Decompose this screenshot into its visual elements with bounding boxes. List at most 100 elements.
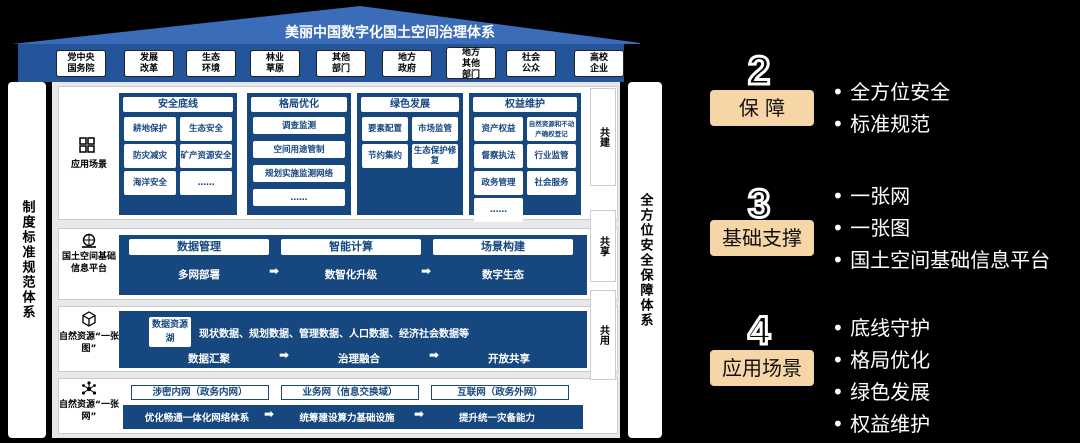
map-panel: 数据资源湖 现状数据、规划数据、管理数据、人口数据、经济社会数据等 数据汇聚 ➡ 治…	[119, 311, 587, 368]
legend-item-2-0: • 底线守护	[832, 316, 931, 340]
legend-item-1-2: • 国土空间基础信息平台	[832, 248, 1051, 272]
scene-chip-2-1: 市场监管	[412, 117, 458, 141]
scene-group-title-0: 安全底线	[123, 97, 233, 112]
net-bottom-2: 提升统一灾备能力	[458, 413, 535, 424]
lake-box: 数据资源湖	[149, 317, 191, 347]
platform-label: 国土空间基础信息平台	[61, 252, 116, 274]
scene-chip-2-2: 节约集约	[362, 144, 408, 168]
layer-net: 自然资源“一张网” 涉密内网（政务内网）业务网（信息交换域）互联网（政务外网） …	[58, 378, 618, 434]
map-flow-1: 治理融合	[338, 353, 380, 365]
net-box-2: 互联网（政务外网）	[431, 385, 569, 400]
map-label: 自然资源“一张图”	[59, 332, 119, 354]
grid-icon	[79, 137, 95, 153]
bureau-6: 地方其他部门	[446, 47, 496, 80]
legend-number-4: 4	[742, 308, 782, 355]
bureau-7: 社会公众	[506, 50, 556, 77]
bureau-2: 生态环境	[186, 50, 236, 77]
net-bottom-0: 优化畅通一体化网络体系	[144, 413, 250, 424]
scene-chip-2-3: 生态保护修复	[412, 144, 458, 168]
svg-text:2: 2	[748, 50, 770, 90]
legend-item-2-2: • 绿色发展	[832, 380, 931, 404]
scene-chip-1-3: ……	[253, 189, 345, 206]
scene-chip-3-6: ……	[474, 198, 523, 222]
legend-label-0: 保 障	[710, 90, 814, 126]
scene-group-3: 权益维护资产权益自然资源和不动产确权登记督察执法行业监管政务管理社会服务……	[469, 93, 581, 222]
layer-scene: 应用场景 安全底线耕地保护生态安全防灾减灾矿产资源安全海洋安全……格局优化调查监…	[58, 86, 618, 222]
side-label-use: 共用	[590, 290, 616, 380]
net-box-1: 业务网（信息交换域）	[281, 385, 419, 400]
cube-icon	[82, 311, 96, 327]
arrow-icon: ➡	[269, 264, 280, 278]
lake-text: 现状数据、规划数据、管理数据、人口数据、经济社会数据等	[199, 329, 469, 340]
arrow-icon: ➡	[421, 264, 432, 278]
scene-chip-1-0: 调查监测	[253, 117, 345, 134]
platform-flow-1: 数智化升级	[324, 269, 378, 281]
layer-map: 自然资源“一张图” 数据资源湖 现状数据、规划数据、管理数据、人口数据、经济社会…	[58, 306, 618, 372]
bureau-5: 地方政府	[382, 50, 432, 77]
scene-label: 应用场景	[70, 160, 107, 170]
legend-label-2: 应用场景	[710, 350, 814, 386]
net-bottom-1: 统筹建设算力基础设施	[299, 413, 395, 424]
scene-group-title-1: 格局优化	[251, 97, 347, 112]
net-panel: 优化畅通一体化网络体系 ➡ 统筹建设算力基础设施 ➡ 提升统一灾备能力	[123, 405, 583, 429]
right-column-text: 全方位安全保障体系	[637, 192, 653, 328]
globe-hand-icon	[82, 233, 96, 248]
legend-label-1: 基础支撑	[710, 220, 814, 256]
side-label-share: 共享	[590, 210, 616, 282]
scene-chip-0-5: ……	[180, 171, 232, 195]
scene-chip-1-1: 空间用途管制	[253, 141, 345, 158]
scene-chip-3-2: 督察执法	[474, 144, 523, 168]
legend-item-1-0: • 一张网	[832, 184, 911, 208]
platform-header-0: 数据管理	[129, 239, 269, 255]
scene-chip-2-0: 要素配置	[362, 117, 408, 141]
left-column: 制度标准规范体系	[8, 82, 46, 438]
legend-item-1-1: • 一张图	[832, 216, 911, 240]
platform-header-1: 智能计算	[281, 239, 421, 255]
legend-number-2: 2	[742, 48, 782, 95]
scene-chip-3-4: 政务管理	[474, 171, 523, 195]
bureau-1: 发展改革	[124, 50, 174, 77]
arrow-icon: ➡	[414, 407, 425, 421]
scene-chip-3-0: 资产权益	[474, 117, 523, 141]
net-label: 自然资源“一张网”	[59, 400, 119, 422]
legend-number-3: 3	[742, 181, 782, 228]
map-flow-0: 数据汇聚	[188, 353, 230, 365]
network-icon	[81, 381, 97, 395]
legend-item-0-0: • 全方位安全	[832, 80, 951, 104]
scene-group-2: 绿色发展要素配置市场监管节约集约生态保护修复	[357, 93, 463, 215]
scene-chip-0-3: 矿产资源安全	[180, 144, 232, 168]
right-column: 全方位安全保障体系	[628, 82, 662, 438]
scene-chip-0-4: 海洋安全	[124, 171, 176, 195]
left-column-text: 制度标准规范体系	[19, 200, 35, 320]
svg-text:4: 4	[748, 310, 771, 350]
scene-chip-1-2: 规划实施监测网络	[253, 165, 345, 182]
scene-chip-0-0: 耕地保护	[124, 117, 176, 141]
bureau-8: 高校企业	[574, 50, 624, 77]
scene-group-title-2: 绿色发展	[361, 97, 459, 112]
net-box-0: 涉密内网（政务内网）	[131, 385, 269, 400]
bureau-4: 其他部门	[316, 50, 366, 77]
diagram-title: 美丽中国数字化国土空间治理体系	[285, 25, 495, 41]
legend-item-0-1: • 标准规范	[832, 112, 931, 136]
arrow-icon: ➡	[429, 348, 440, 362]
legend-item-2-1: • 格局优化	[832, 348, 931, 372]
scene-chip-0-2: 防灾减灾	[124, 144, 176, 168]
scene-group-1: 格局优化调查监测空间用途管制规划实施监测网络 ……	[247, 93, 351, 215]
platform-panel: 数据管理智能计算场景构建 多网部署 ➡ 数智化升级 ➡ 数字生态	[119, 235, 587, 295]
bureau-0: 党中央国务院	[56, 50, 106, 77]
platform-flow-0: 多网部署	[178, 269, 220, 281]
side-label-build: 共建	[590, 88, 616, 186]
scene-chip-3-5: 社会服务	[527, 171, 576, 195]
scene-chip-3-3: 行业监管	[527, 144, 576, 168]
scene-group-0: 安全底线耕地保护生态安全防灾减灾矿产资源安全海洋安全……	[119, 93, 237, 215]
platform-flow-2: 数字生态	[482, 269, 524, 281]
arrow-icon: ➡	[264, 407, 275, 421]
platform-header-2: 场景构建	[433, 239, 573, 255]
scene-chip-0-1: 生态安全	[180, 117, 232, 141]
legend-item-2-3: • 权益维护	[832, 412, 931, 436]
scene-group-title-3: 权益维护	[473, 97, 577, 112]
svg-text:3: 3	[748, 183, 770, 223]
layer-platform: 国土空间基础信息平台 数据管理智能计算场景构建 多网部署 ➡ 数智化升级 ➡ 数字生态	[58, 228, 618, 300]
scene-chip-3-1: 自然资源和不动产确权登记	[527, 117, 576, 141]
arrow-icon: ➡	[279, 348, 290, 362]
